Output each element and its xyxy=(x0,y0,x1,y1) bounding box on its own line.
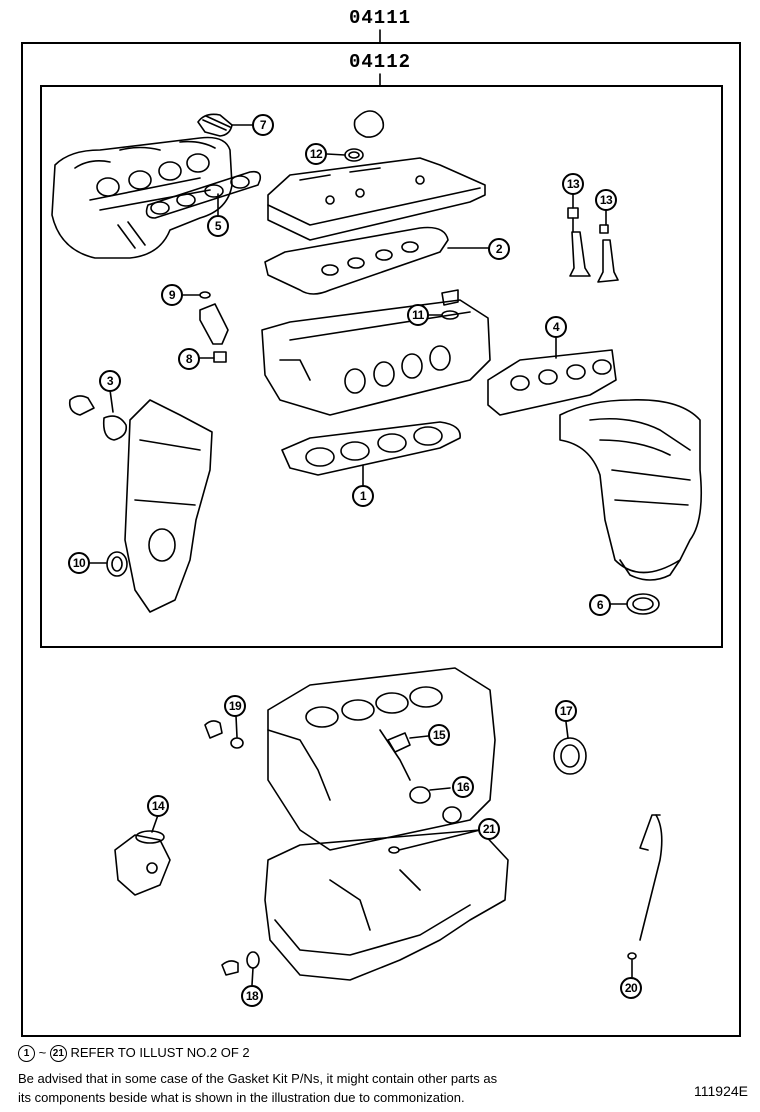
oil-filler-cap-drawing xyxy=(353,110,385,138)
callout-13-left: 13 xyxy=(562,173,584,195)
range-start-badge: 1 xyxy=(18,1045,35,1063)
cylinder-head-drawing xyxy=(261,299,491,416)
oil-nozzle-drawing xyxy=(387,732,411,753)
exhaust-manifold-drawing xyxy=(559,399,703,581)
callout-11: 11 xyxy=(407,304,429,326)
crankshaft-rear-oil-seal-drawing xyxy=(553,737,587,775)
callout-17: 17 xyxy=(555,700,577,722)
injector-insulator-drawing xyxy=(213,351,227,363)
timing-chain-cover-drawing xyxy=(124,399,213,613)
callout-4: 4 xyxy=(545,316,567,338)
callout-21: 21 xyxy=(478,818,500,840)
fuel-injector-drawing xyxy=(199,303,229,345)
callout-2: 2 xyxy=(488,238,510,260)
gauge-guide-o-ring-drawing xyxy=(627,952,637,960)
callout-18: 18 xyxy=(241,985,263,1007)
block-o-ring-drawing xyxy=(409,786,431,804)
callout-7: 7 xyxy=(252,114,274,136)
exhaust-pipe-gasket-drawing xyxy=(626,593,660,615)
callout-1: 1 xyxy=(352,485,374,507)
advisory-line-2: its components beside what is shown in t… xyxy=(18,1090,465,1105)
callout-9: 9 xyxy=(161,284,183,306)
cylinder-block-drawing xyxy=(267,667,496,851)
head-plug-drawing xyxy=(441,289,459,306)
callout-15: 15 xyxy=(428,724,450,746)
cylinder-head-cover-drawing xyxy=(267,157,486,241)
callout-5: 5 xyxy=(207,215,229,237)
water-inlet-gasket-drawing xyxy=(102,415,128,441)
callout-12: 12 xyxy=(305,143,327,165)
range-end-badge: 21 xyxy=(49,1045,67,1063)
callout-14: 14 xyxy=(147,795,169,817)
oil-filler-cap-gasket-drawing xyxy=(197,113,233,137)
valve-stem-seal-drawing xyxy=(567,207,619,283)
water-inlet-drawing xyxy=(68,395,95,416)
outer-kit-frame xyxy=(21,42,741,1037)
kit-number-inner: 04112 xyxy=(349,51,412,73)
cylinder-head-gasket-drawing xyxy=(281,421,461,476)
intake-manifold-gasket-drawing xyxy=(145,170,262,219)
callout-19: 19 xyxy=(224,695,246,717)
injector-o-ring-drawing xyxy=(199,291,211,299)
callout-10: 10 xyxy=(68,552,90,574)
drain-plug-gasket-drawing xyxy=(246,951,260,969)
kit-number-outer: 04111 xyxy=(349,7,412,29)
oil-strainer-gasket-drawing xyxy=(442,806,462,824)
intake-manifold-drawing xyxy=(51,136,233,259)
oil-pan-drawing xyxy=(264,829,509,981)
callout-6: 6 xyxy=(589,594,611,616)
advisory-line-1: Be advised that in some case of the Gask… xyxy=(18,1071,498,1086)
inner-kit-frame xyxy=(40,85,723,648)
callout-3: 3 xyxy=(99,370,121,392)
water-pump-drawing xyxy=(114,830,171,896)
oil-pressure-switch-drawing xyxy=(204,720,223,739)
head-cover-gasket-drawing xyxy=(264,226,449,295)
filler-cap-gasket-drawing xyxy=(344,148,364,162)
range-tilde: ~ xyxy=(38,1045,47,1060)
callout-16: 16 xyxy=(452,776,474,798)
switch-gasket-drawing xyxy=(230,737,244,749)
callout-20: 20 xyxy=(620,977,642,999)
oil-level-gauge-guide-drawing xyxy=(639,814,663,941)
refer-text: REFER TO ILLUST NO.2 OF 2 xyxy=(70,1045,250,1060)
crankshaft-front-oil-seal-drawing xyxy=(106,551,128,577)
exhaust-manifold-gasket-drawing xyxy=(487,349,617,416)
drain-plug-drawing xyxy=(221,960,239,976)
refer-note: 1 ~ 21 REFER TO ILLUST NO.2 OF 2 xyxy=(18,1045,250,1063)
illustration-id: 111924E xyxy=(694,1083,748,1099)
callout-13-right: 13 xyxy=(595,189,617,211)
callout-8: 8 xyxy=(178,348,200,370)
